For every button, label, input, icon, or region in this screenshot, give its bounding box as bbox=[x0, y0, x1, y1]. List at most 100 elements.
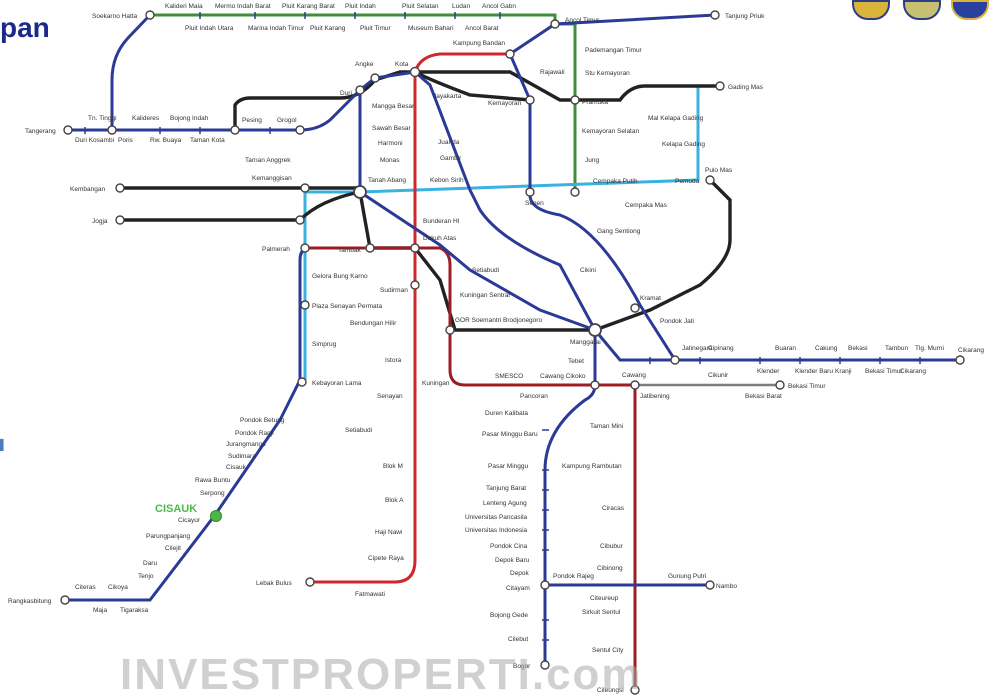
station-kampung-bandan[interactable] bbox=[505, 49, 515, 59]
station-rangkasbitung[interactable] bbox=[60, 595, 70, 605]
station-kota[interactable] bbox=[409, 66, 421, 78]
label: Tigaraksa bbox=[120, 607, 149, 614]
label: Cipinang bbox=[708, 345, 734, 352]
station-jakarta-kota-2[interactable] bbox=[295, 215, 305, 225]
label: Jayakarta bbox=[433, 93, 462, 100]
station-gading-mas[interactable] bbox=[715, 81, 725, 91]
station-citayam[interactable] bbox=[540, 580, 550, 590]
station-senen[interactable] bbox=[525, 187, 535, 197]
label: Kota bbox=[395, 61, 409, 68]
station-duri[interactable] bbox=[355, 85, 365, 95]
black-line bbox=[120, 70, 732, 332]
label: Taman Mini bbox=[590, 423, 623, 430]
station-tanah-abang[interactable] bbox=[353, 185, 367, 199]
label: Kembangan bbox=[70, 186, 105, 193]
label: Cawang bbox=[622, 372, 646, 379]
station-cikarang[interactable] bbox=[955, 355, 965, 365]
station-cawang[interactable] bbox=[590, 380, 600, 390]
label: Palmerah bbox=[262, 246, 290, 253]
station-cileungsi[interactable] bbox=[630, 685, 640, 695]
label: Duri Kosambi bbox=[75, 137, 114, 144]
label: Bogor bbox=[513, 663, 531, 670]
label: Ancol Timur bbox=[565, 17, 600, 24]
station-pulo-mas[interactable] bbox=[705, 175, 715, 185]
label: Cakung bbox=[815, 345, 838, 352]
label: Pluit Indah Utara bbox=[185, 25, 234, 32]
station-manggarai[interactable] bbox=[588, 323, 602, 337]
label: Pluit Karang bbox=[310, 25, 346, 32]
label: Tebet bbox=[568, 358, 584, 365]
station-pademangan[interactable] bbox=[570, 95, 580, 105]
label: GOR Soemantri Brodjonegoro bbox=[455, 317, 542, 324]
label: Buaran bbox=[775, 345, 796, 352]
label: Cisauk bbox=[226, 464, 247, 471]
label: Pramuka bbox=[582, 99, 608, 106]
station-bekasi-timur[interactable] bbox=[775, 380, 785, 390]
station-tangerang[interactable] bbox=[63, 125, 73, 135]
station-duri-kosambi[interactable] bbox=[107, 125, 117, 135]
station-grogol[interactable] bbox=[295, 125, 305, 135]
label: Cikoya bbox=[108, 584, 128, 591]
label: Gang Sentiong bbox=[597, 228, 641, 235]
station-ancol-timur[interactable] bbox=[550, 19, 560, 29]
label: Tambak bbox=[338, 247, 362, 254]
station-kemanggisan[interactable] bbox=[300, 183, 310, 193]
stations bbox=[60, 10, 965, 695]
station-lebak-bulus[interactable] bbox=[305, 577, 315, 587]
label: Jung bbox=[585, 157, 599, 164]
label: Pademangan Timur bbox=[585, 47, 643, 54]
label: Cileungsi bbox=[597, 687, 624, 694]
station-jatinegara[interactable] bbox=[670, 355, 680, 365]
label: Pondok Jati bbox=[660, 318, 694, 325]
label: Bekasi Timur bbox=[788, 383, 826, 390]
label: Rajawali bbox=[540, 69, 565, 76]
station-nambo[interactable] bbox=[705, 580, 715, 590]
station-tanjung-priuk[interactable] bbox=[710, 10, 720, 20]
station-angke[interactable] bbox=[370, 73, 380, 83]
label: Ciracas bbox=[602, 505, 625, 512]
label: Bojong Indah bbox=[170, 115, 209, 122]
label: Sawah Besar bbox=[372, 125, 411, 132]
label: Daru bbox=[143, 560, 157, 567]
label: Tangerang bbox=[25, 128, 56, 135]
label: Pondok Cina bbox=[490, 543, 528, 550]
station-cisauk[interactable] bbox=[210, 510, 222, 522]
station-dukuh-atas[interactable] bbox=[410, 243, 420, 253]
station-gor[interactable] bbox=[445, 325, 455, 335]
station-plaza-senayan[interactable] bbox=[300, 300, 310, 310]
station-sudirman[interactable] bbox=[410, 280, 420, 290]
label: Cikarang bbox=[958, 347, 984, 354]
label: Ludan bbox=[452, 3, 470, 10]
label: Tarnan Anggrek bbox=[245, 157, 291, 164]
station-karet[interactable] bbox=[365, 243, 375, 253]
label: Bekasi Timur bbox=[865, 368, 903, 375]
station-palmerah[interactable] bbox=[300, 243, 310, 253]
station-kramat[interactable] bbox=[630, 303, 640, 313]
label: Kemayoran bbox=[488, 100, 522, 107]
label: Haji Nawi bbox=[375, 529, 402, 536]
station-jatibening[interactable] bbox=[630, 380, 640, 390]
label: Stu Kemayoran bbox=[585, 70, 630, 77]
label: Cikini bbox=[580, 267, 596, 274]
label: Tambun bbox=[885, 345, 909, 352]
label: Citayam bbox=[506, 585, 530, 592]
station-jogja[interactable] bbox=[115, 215, 125, 225]
label: Pondok Rajeg bbox=[553, 573, 594, 580]
station-soekarno-hatta[interactable] bbox=[145, 10, 155, 20]
label: Monas bbox=[380, 157, 400, 164]
station-pesing[interactable] bbox=[230, 125, 240, 135]
label: Senayan bbox=[377, 393, 403, 400]
label: Rw. Buaya bbox=[150, 137, 181, 144]
station-kemayoran[interactable] bbox=[525, 95, 535, 105]
station-kebayoran-lama[interactable] bbox=[297, 377, 307, 387]
label: Tanjung Barat bbox=[486, 485, 526, 492]
station-kembangan[interactable] bbox=[115, 183, 125, 193]
station-cempaka-putih[interactable] bbox=[570, 187, 580, 197]
label: Poris bbox=[118, 137, 134, 144]
label: Kebon Sirih bbox=[430, 177, 464, 184]
label: Duri bbox=[340, 90, 352, 97]
label: Bendungan Hilir bbox=[350, 320, 397, 327]
label: Parungpanjang bbox=[146, 533, 190, 540]
label: Cempaka Putih bbox=[593, 178, 638, 185]
station-bogor[interactable] bbox=[540, 660, 550, 670]
